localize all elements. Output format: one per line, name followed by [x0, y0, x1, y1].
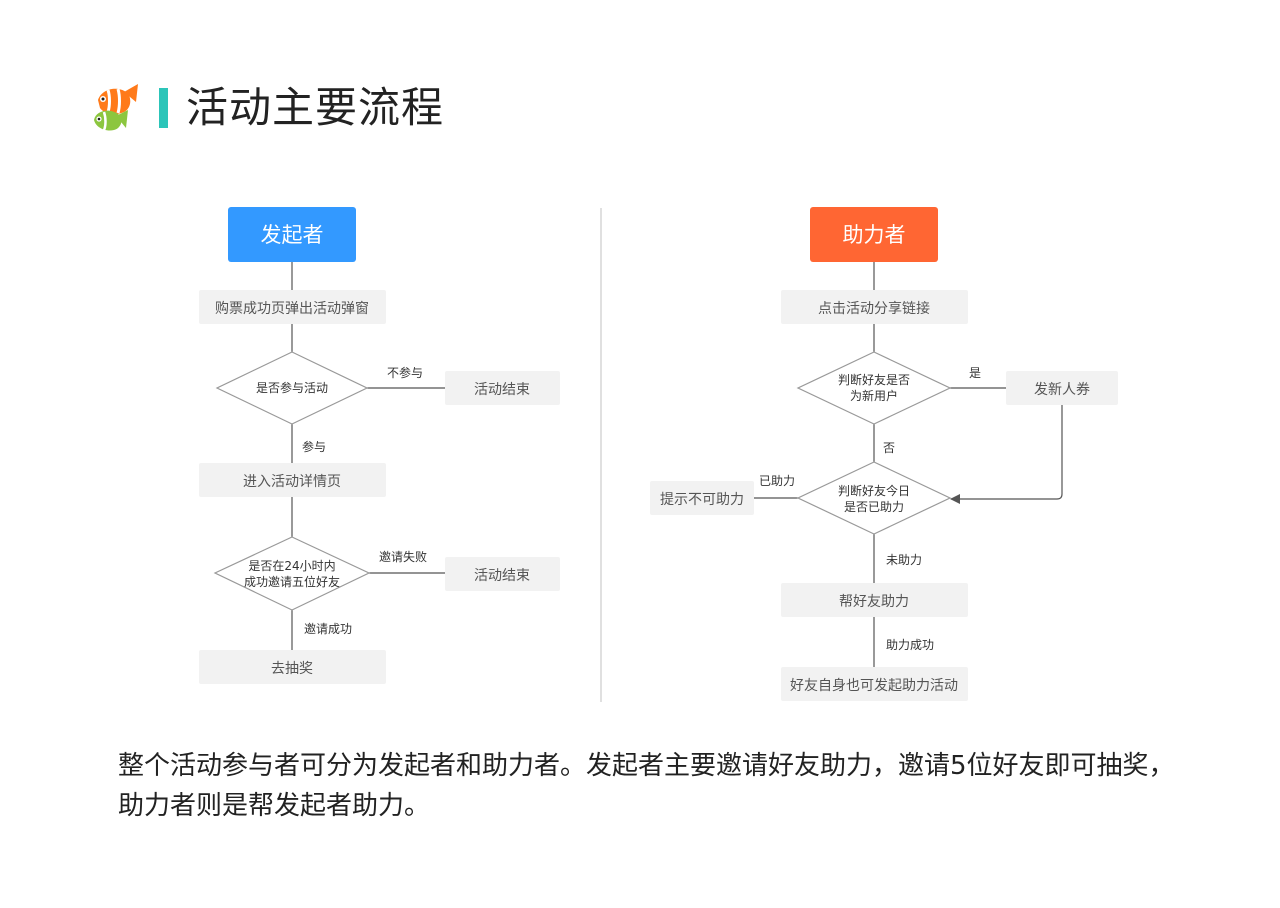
svg-text:判断好友今日: 判断好友今日 — [838, 483, 910, 498]
label-no: 否 — [883, 441, 895, 455]
svg-text:是否已助力: 是否已助力 — [844, 500, 904, 514]
process-box-popup: 购票成功页弹出活动弹窗 — [199, 290, 386, 324]
title-accent-bar — [159, 88, 168, 128]
label-invite-success: 邀请成功 — [304, 621, 352, 636]
svg-text:购票成功页弹出活动弹窗: 购票成功页弹出活动弹窗 — [215, 300, 369, 317]
process-box-start-own: 好友自身也可发起助力活动 — [781, 667, 968, 701]
end-box-2: 活动结束 — [445, 557, 560, 591]
label-not-join: 不参与 — [387, 365, 423, 380]
svg-text:活动结束: 活动结束 — [474, 568, 530, 584]
page-title: 活动主要流程 — [186, 83, 445, 132]
process-box-lottery: 去抽奖 — [199, 650, 386, 684]
cannot-help-box: 提示不可助力 — [650, 481, 754, 515]
svg-text:进入活动详情页: 进入活动详情页 — [243, 474, 341, 490]
process-box-share-link: 点击活动分享链接 — [781, 290, 968, 324]
decision-join-activity: 是否参与活动 — [215, 351, 369, 425]
svg-text:提示不可助力: 提示不可助力 — [660, 492, 744, 508]
label-invite-fail: 邀请失败 — [379, 549, 427, 564]
svg-text:助力者: 助力者 — [843, 223, 906, 247]
initiator-flow: 发起者 购票成功页弹出活动弹窗 是否参与活动 不参与 活动结束 参与 进入活动详… — [199, 207, 560, 684]
label-join: 参与 — [302, 439, 326, 454]
svg-text:好友自身也可发起助力活动: 好友自身也可发起助力活动 — [790, 678, 958, 694]
decision-helped-today: 判断好友今日 是否已助力 — [796, 461, 952, 535]
helper-flow: 助力者 点击活动分享链接 判断好友是否 为新用户 是 发新人券 否 判断好友今日… — [650, 207, 1118, 701]
coupon-return-connector — [950, 405, 1063, 504]
decision-invite-five: 是否在24小时内 成功邀请五位好友 — [213, 536, 371, 611]
clownfish-logo-icon — [94, 84, 138, 131]
svg-text:发新人券: 发新人券 — [1034, 382, 1090, 398]
svg-text:是否在24小时内: 是否在24小时内 — [248, 559, 335, 573]
label-not-helped: 未助力 — [886, 553, 922, 567]
svg-text:成功邀请五位好友: 成功邀请五位好友 — [244, 574, 340, 589]
svg-text:点击活动分享链接: 点击活动分享链接 — [818, 300, 930, 317]
label-yes: 是 — [969, 366, 981, 380]
label-help-success: 助力成功 — [886, 638, 934, 652]
label-already-helped: 已助力 — [759, 474, 795, 488]
svg-text:为新用户: 为新用户 — [850, 388, 898, 403]
initiator-header: 发起者 — [228, 207, 356, 262]
svg-text:判断好友是否: 判断好友是否 — [838, 372, 910, 387]
coupon-box: 发新人券 — [1006, 371, 1118, 405]
process-box-detail: 进入活动详情页 — [199, 463, 386, 497]
svg-text:活动结束: 活动结束 — [474, 382, 530, 398]
svg-text:帮好友助力: 帮好友助力 — [839, 594, 909, 610]
summary-caption: 整个活动参与者可分为发起者和助力者。发起者主要邀请好友助力，邀请5位好友即可抽奖… — [118, 751, 1175, 821]
decision-new-user: 判断好友是否 为新用户 — [796, 351, 952, 425]
svg-text:是否参与活动: 是否参与活动 — [256, 380, 328, 395]
svg-text:发起者: 发起者 — [261, 223, 324, 247]
svg-text:去抽奖: 去抽奖 — [271, 660, 313, 677]
process-box-help-friend: 帮好友助力 — [781, 583, 968, 617]
end-box-1: 活动结束 — [445, 371, 560, 405]
helper-header: 助力者 — [810, 207, 938, 262]
